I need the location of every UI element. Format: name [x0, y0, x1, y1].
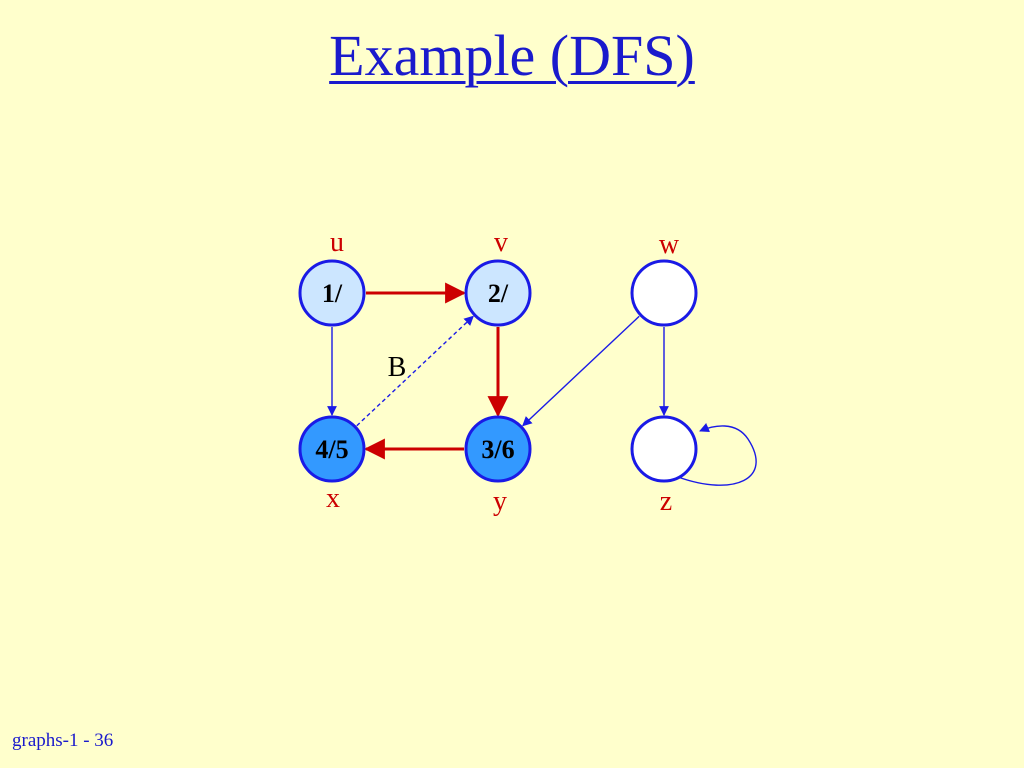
- vertex-u: [298, 259, 366, 327]
- vertex-name-w: w: [659, 229, 680, 260]
- vertex-name-y: y: [493, 486, 507, 517]
- edge-label-x-v: B: [388, 352, 407, 383]
- edges-layer: B: [327, 282, 757, 486]
- vertex-v: [464, 259, 532, 327]
- edge-x-v: [356, 315, 474, 427]
- vertex-y: [464, 415, 532, 483]
- vertex-name-x: x: [326, 483, 340, 514]
- vertex-name-z: z: [660, 486, 672, 517]
- slide-footer: graphs-1 - 36: [12, 730, 114, 751]
- vertex-w: [630, 259, 698, 327]
- edge-w-y: [522, 315, 640, 427]
- vertex-time-u: 1/: [322, 279, 343, 308]
- vertex-x: [298, 415, 366, 483]
- slide-title: Example (DFS): [329, 23, 695, 88]
- vertices-layer: 1/u 2/v w 4/5 x 3/6 y z: [298, 227, 698, 517]
- edge-z-z: [677, 423, 757, 486]
- vertex-time-v: 2/: [488, 279, 509, 308]
- vertex-z: [630, 415, 698, 483]
- vertex-time-x: 4/5: [315, 435, 348, 464]
- vertex-time-y: 3/6: [481, 435, 514, 464]
- vertex-name-u: u: [330, 227, 344, 258]
- vertex-name-v: v: [494, 227, 508, 258]
